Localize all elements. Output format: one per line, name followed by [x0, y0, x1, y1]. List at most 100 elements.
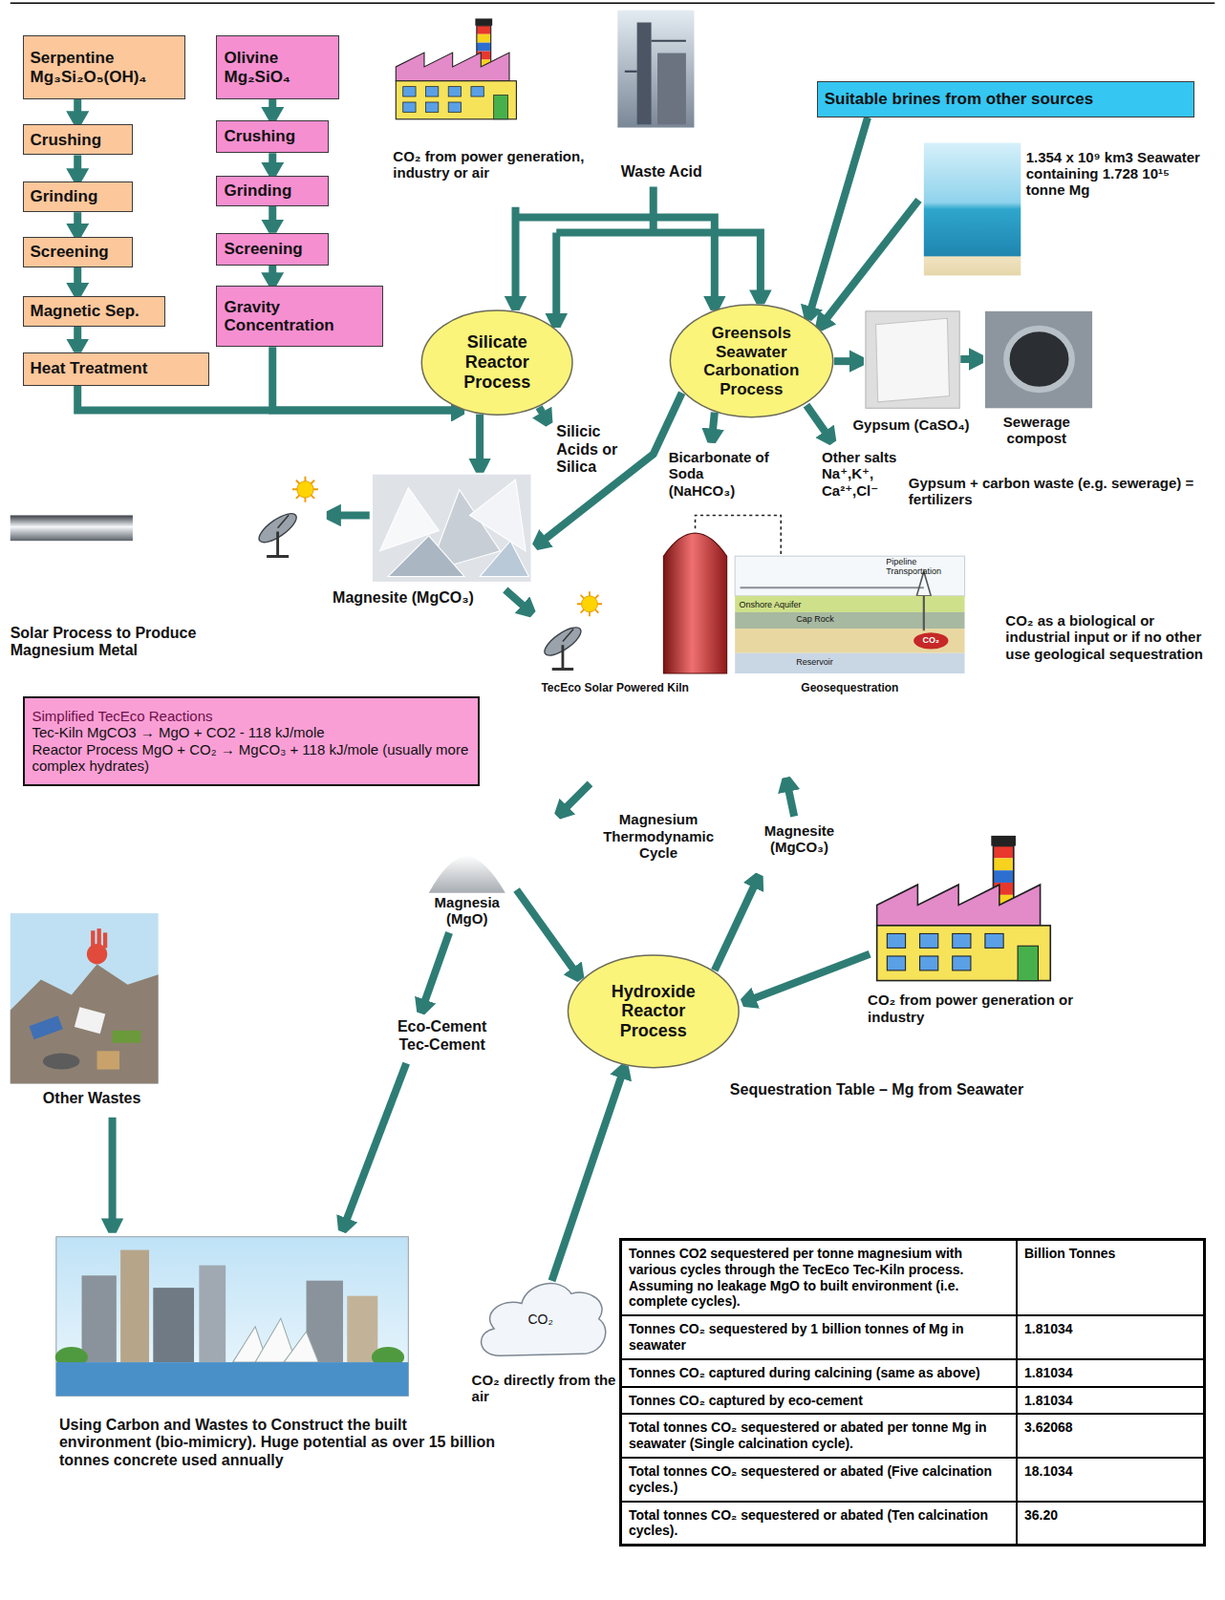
top-rule: [10, 1, 1216, 4]
flow-arrow: [73, 154, 82, 182]
solar-dish: [540, 591, 602, 669]
cycle-label: Magnesium Thermodynamic Cycle: [592, 811, 726, 861]
table-cell: Total tonnes CO₂ sequestered or abated (…: [621, 1458, 1017, 1503]
sequestration-table: Tonnes CO2 sequestered per tonne magnesi…: [619, 1238, 1206, 1548]
quantity-note: 1.354 x 10⁹ km3 Seawater containing 1.72…: [1026, 149, 1208, 199]
ellipse-outline: [669, 304, 833, 418]
picture-caption: Using Carbon and Wastes to Construct the…: [59, 1417, 498, 1470]
layer-label: Reservoir: [795, 657, 868, 667]
product-caption: Magnesia (MgO): [418, 894, 516, 928]
node-text: Screening: [223, 239, 322, 259]
table-cell: 18.1034: [1016, 1458, 1204, 1503]
table-cell: Tonnes CO₂ captured by eco-cement: [621, 1387, 1017, 1416]
node-text: Silicate Reactor Process: [442, 332, 553, 392]
node-text: Olivine Mg₂SiO₄: [223, 48, 331, 86]
process-box: Crushing: [22, 124, 133, 155]
product-caption: Other salts Na⁺,K⁺, Ca²⁺,Cl⁻: [821, 449, 912, 499]
note-text: CO₂ as a biological or industrial input …: [1005, 612, 1215, 663]
source-box: Suitable brines from other sources: [816, 81, 1195, 117]
source-caption: Waste Acid: [610, 163, 713, 181]
city-skyline: [55, 1237, 409, 1397]
table-title: Sequestration Table – Mg from Seawater: [730, 1081, 1180, 1099]
flow-arrow: [268, 206, 277, 234]
product-caption: Bicarbonate of Soda (NaHCO₃): [668, 449, 772, 499]
table-cell: Tonnes CO2 sequestered per tonne magnesi…: [621, 1240, 1017, 1316]
product-caption: Silicic Acids or Silica: [556, 423, 626, 476]
process-box: Crushing: [215, 120, 329, 153]
node-text: Simplified TecEco Reactions: [32, 708, 472, 725]
layer-label: Cap Rock: [795, 614, 858, 624]
product-caption: Sewerage compost: [977, 413, 1096, 448]
gypsum-photo: [865, 311, 960, 409]
flow-arrow: [73, 99, 82, 126]
process-caption: Solar Process to Produce Magnesium Metal: [10, 624, 256, 661]
flow-arrow: [73, 326, 82, 353]
node-text: CO₂: [527, 1311, 553, 1328]
seawater-photo: [924, 143, 1021, 277]
table-cell: 1.81034: [1016, 1387, 1204, 1416]
node-text: Heat Treatment: [30, 359, 203, 379]
node-text: Gravity Concentration: [223, 298, 375, 336]
layer-label: CO₂: [917, 635, 945, 645]
factory-icon: [395, 18, 516, 119]
table-cell: Tonnes CO₂ sequestered by 1 billion tonn…: [621, 1315, 1017, 1360]
product-caption: Magnesite (MgCO₃): [322, 589, 486, 607]
layer-label: Onshore Aquifer: [738, 600, 831, 610]
process-box: Magnetic Sep.: [22, 296, 167, 327]
magnesium-rod: [10, 515, 133, 541]
node-text: Screening: [30, 242, 126, 262]
node-text: Crushing: [223, 127, 322, 147]
table-cell: Tonnes CO₂ captured during calcining (sa…: [621, 1359, 1017, 1388]
reactor-ellipse: Hydroxide Reactor Process: [566, 954, 741, 1070]
node-text: Crushing: [30, 130, 126, 151]
table-cell: 1.81034: [1016, 1315, 1204, 1360]
table-cell: 36.20: [1016, 1502, 1204, 1547]
sewerage-photo: [985, 311, 1093, 409]
node-text: Hydroxide Reactor Process: [590, 982, 716, 1042]
cloud-caption: CO₂ directly from the air: [472, 1372, 625, 1406]
table-cell: Total tonnes CO₂ sequestered or abated p…: [621, 1414, 1017, 1459]
picture-caption: Geosequestration: [740, 682, 961, 696]
ellipse-outline: [567, 955, 739, 1069]
process-box: Grinding: [22, 181, 133, 213]
magnesite-photo: [372, 474, 532, 582]
product-caption: Magnesite (MgCO₃): [748, 822, 851, 857]
process-box: Screening: [215, 233, 329, 266]
product-caption: Eco-Cement Tec-Cement: [386, 1018, 499, 1054]
source-caption: Other Wastes: [15, 1090, 169, 1108]
process-box: Heat Treatment: [22, 352, 211, 387]
node-text: Grinding: [223, 181, 322, 201]
factory-icon: [877, 836, 1052, 982]
source-caption: CO₂ from power generation or industry: [867, 991, 1088, 1026]
node-text: Tec-Kiln MgCO3 → MgO + CO2 - 118 kJ/mole: [32, 724, 472, 741]
note-text: Gypsum + carbon waste (e.g. sewerage) = …: [908, 474, 1216, 509]
solar-dish: [255, 476, 319, 558]
geosequestration-section: [734, 556, 965, 674]
magnesia-powder: [429, 855, 506, 894]
waste-pile: [10, 913, 159, 1084]
table-cell: Billion Tonnes: [1016, 1240, 1204, 1316]
table-cell: Total tonnes CO₂ sequestered or abated (…: [621, 1502, 1017, 1547]
reactor-ellipse: Greensols Seawater Carbonation Process: [668, 303, 835, 419]
cloud-shape: CO₂CO₂ directly from the air: [472, 1270, 610, 1368]
product-caption: Gypsum (CaSO₄): [847, 416, 976, 433]
node-text: Suitable brines from other sources: [824, 89, 1187, 109]
process-box: Grinding: [215, 175, 329, 207]
table-cell: 1.81034: [1016, 1359, 1204, 1388]
flow-arrow: [268, 265, 277, 286]
ellipse-outline: [421, 310, 573, 415]
table-cell: 3.62068: [1016, 1414, 1204, 1459]
solar-kiln: [663, 533, 727, 674]
flow-arrow: [551, 1065, 625, 1282]
source-caption: CO₂ from power generation, industry or a…: [392, 148, 607, 182]
node-text: Greensols Seawater Carbonation Process: [691, 323, 812, 399]
process-box: Screening: [22, 236, 133, 268]
process-box: Gravity Concentration: [215, 285, 383, 347]
node-text: Reactor Process MgO + CO₂ → MgCO₃ + 118 …: [32, 741, 472, 775]
waste-acid-plant: [617, 10, 694, 129]
flow-arrow: [808, 117, 869, 321]
flow-arrow: [73, 212, 82, 237]
node-text: Grinding: [30, 187, 126, 207]
